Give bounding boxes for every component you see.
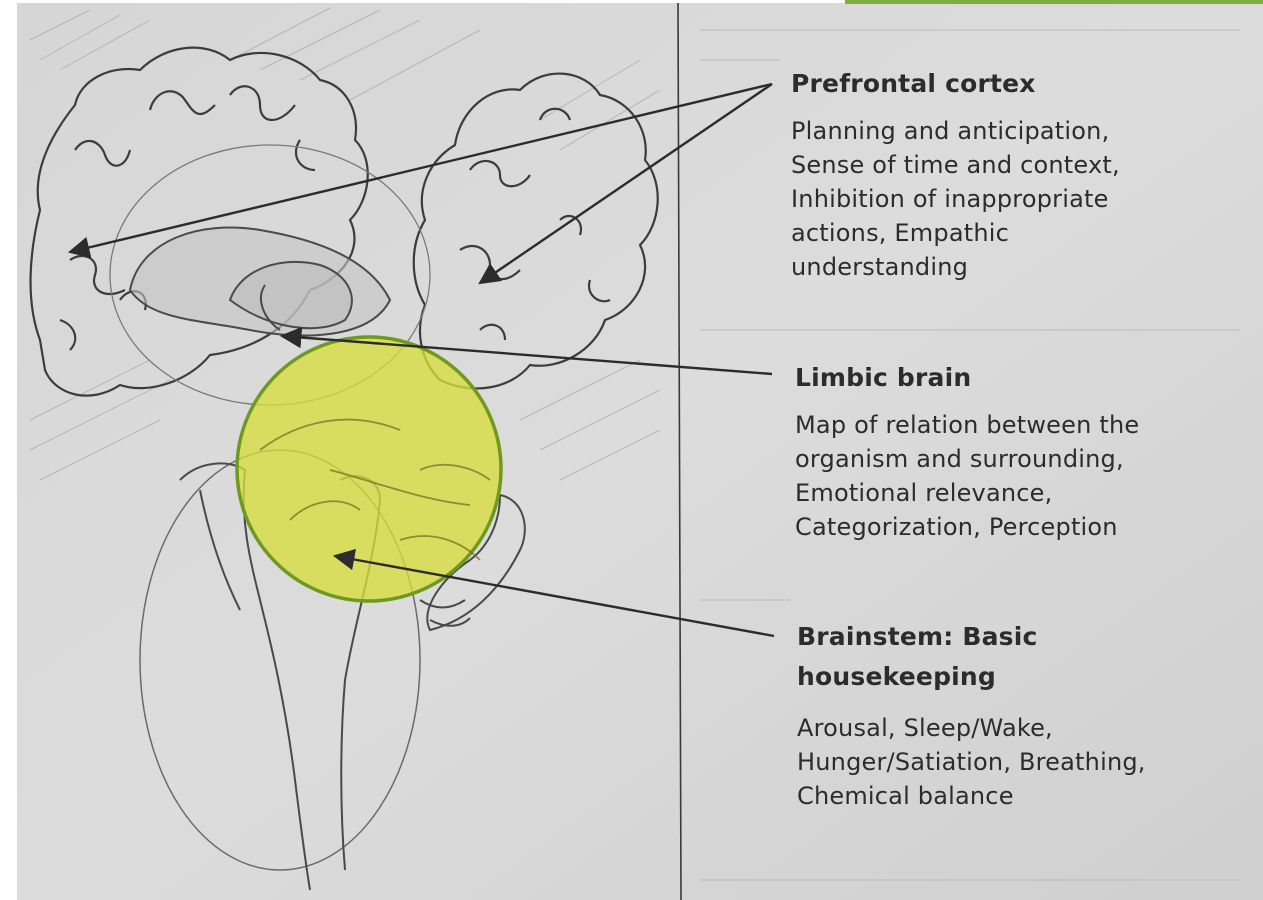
limbic-brain-label-block: Limbic brain Map of relation between the… bbox=[795, 362, 1235, 544]
prefrontal-cortex-label-block: Prefrontal cortex Planning and anticipat… bbox=[791, 68, 1231, 284]
brainstem-title: Brainstem: Basic housekeeping bbox=[797, 617, 1097, 697]
brainstem-label-block: Brainstem: Basic housekeeping Arousal, S… bbox=[797, 617, 1237, 813]
corner-accent-bar bbox=[845, 0, 1263, 4]
limbic-brain-title: Limbic brain bbox=[795, 362, 1235, 394]
brainstem-description: Arousal, Sleep/Wake, Hunger/Satiation, B… bbox=[797, 711, 1237, 813]
prefrontal-cortex-title: Prefrontal cortex bbox=[791, 68, 1231, 100]
prefrontal-cortex-description: Planning and anticipation, Sense of time… bbox=[791, 114, 1231, 284]
limbic-brain-description: Map of relation between the organism and… bbox=[795, 408, 1235, 544]
